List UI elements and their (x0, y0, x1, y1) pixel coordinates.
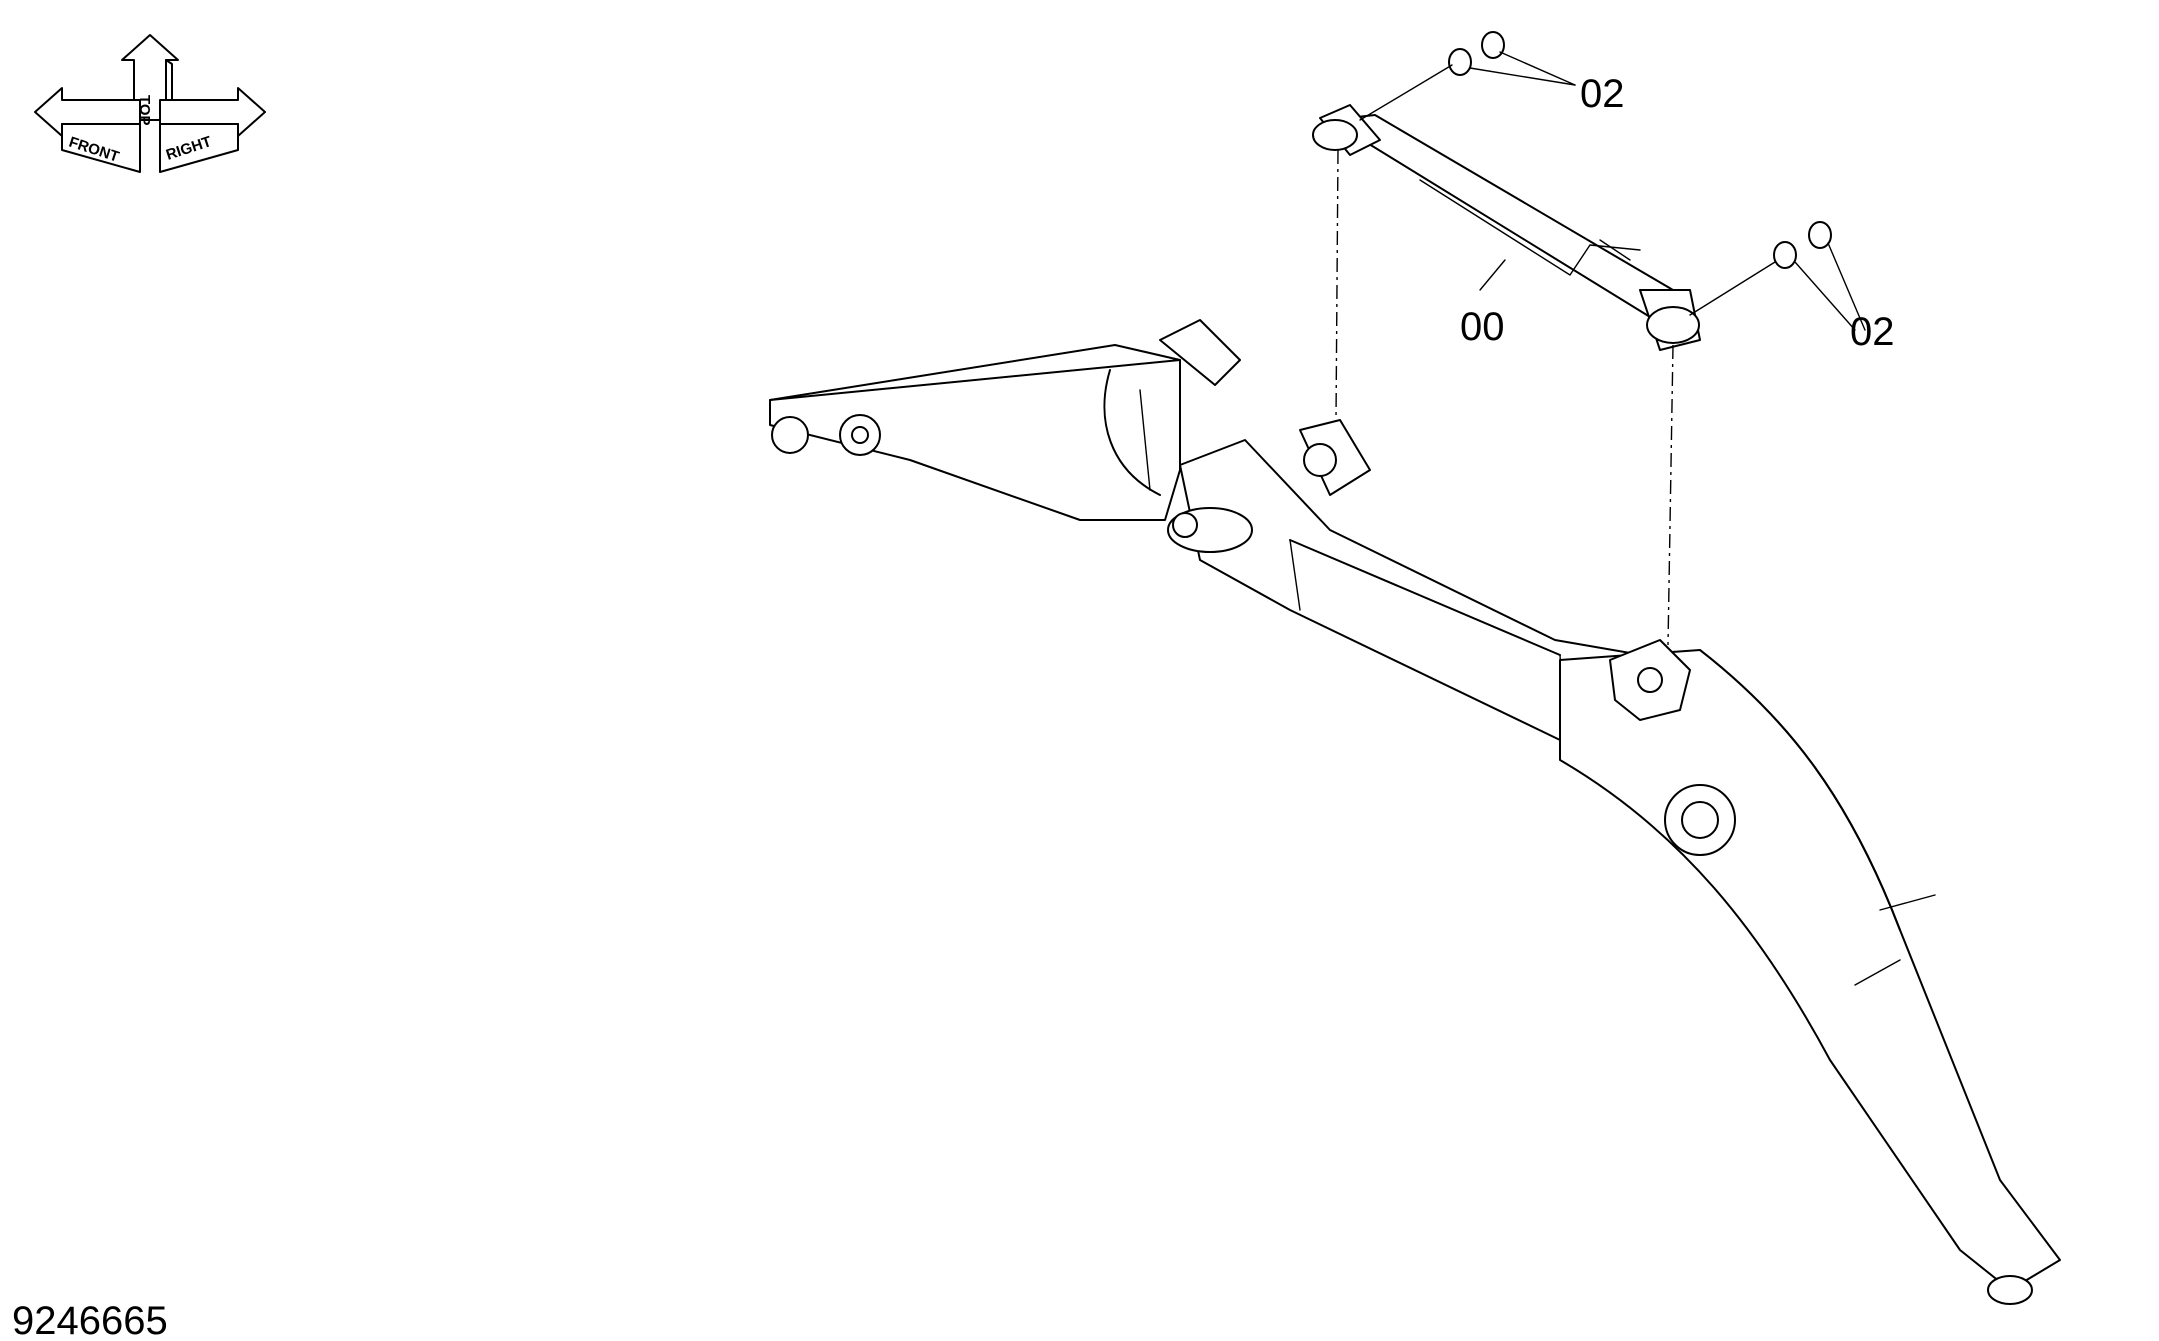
leader-lines (1469, 51, 1866, 331)
compass-top-label: TOP (136, 95, 153, 126)
boom (769, 319, 2061, 1305)
callout-bushings-top: 02 (1580, 72, 1625, 116)
callout-cylinder: 00 (1460, 305, 1505, 349)
drawing-number: 9246665 (12, 1299, 168, 1341)
hydraulic-cylinder (1312, 104, 1701, 351)
callout-bushings-bottom: 02 (1850, 310, 1895, 354)
assembly-lines (1335, 64, 1776, 646)
bushings-bottom (1773, 221, 1832, 269)
bushings-top (1448, 31, 1505, 76)
orientation-compass: TOP FRONT RIGHT (34, 34, 266, 173)
